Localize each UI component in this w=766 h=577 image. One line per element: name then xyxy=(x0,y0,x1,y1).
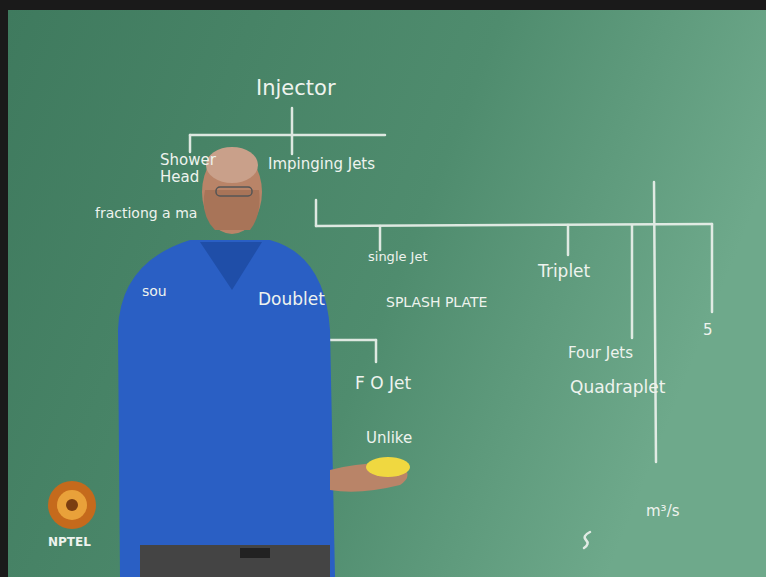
chalk-label: Shower Head xyxy=(160,152,220,187)
chalk-label: m³/s xyxy=(646,503,680,520)
chalk-label: Unlike xyxy=(366,430,412,447)
chalk-label: Injector xyxy=(256,76,336,100)
chalk-label: Four Jets xyxy=(568,345,633,362)
nptel-logo xyxy=(48,481,96,529)
chalk-label: Triplet xyxy=(538,262,590,282)
chalk-label: Quadraplet xyxy=(570,378,665,398)
chalk-label: 5 xyxy=(703,322,713,339)
chalk-label: single Jet xyxy=(368,250,428,265)
board-surface xyxy=(8,10,766,577)
chalk-label: Impinging Jets xyxy=(268,156,375,173)
chalk-label: sou xyxy=(142,283,167,299)
chalk-label: F O Jet xyxy=(355,374,411,394)
chalk-label: fractiong a ma xyxy=(95,205,197,221)
chalk-label: Doublet xyxy=(258,290,325,310)
logo-text: NPTEL xyxy=(48,536,91,550)
chalk-label: SPLASH PLATE xyxy=(386,294,487,310)
